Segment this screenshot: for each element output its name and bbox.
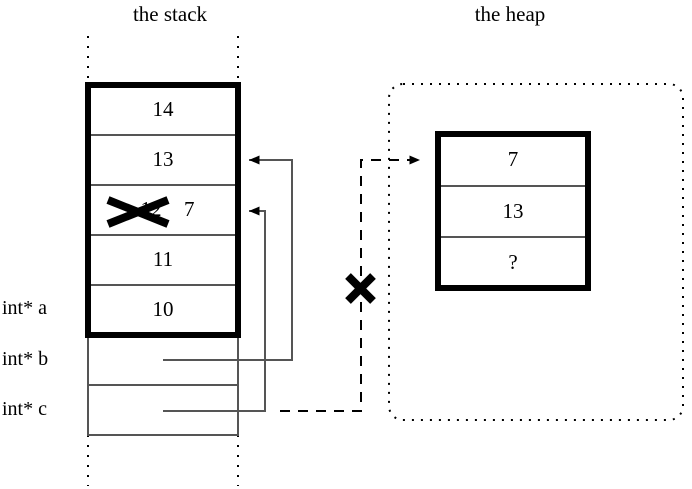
stack-value-box-frame <box>85 82 241 338</box>
pointer-a-heap-connector-dashed <box>280 155 420 412</box>
stack-cell-updated-value: 7 <box>184 197 195 221</box>
stack-region-title: the stack <box>132 2 208 26</box>
pointer-label-c: int* c <box>2 398 47 420</box>
heap-region-boundary <box>388 83 684 421</box>
heap-cell-value-2: ? <box>508 250 518 274</box>
stack-cell-value-3: 11 <box>152 247 174 271</box>
stack-cell-value-1: 13 <box>152 147 174 171</box>
heap-region-title: the heap <box>474 2 546 26</box>
heap-cell-value-0: 7 <box>507 147 519 171</box>
heap-block-frame <box>435 131 591 291</box>
struck-value-x-icon <box>106 196 170 228</box>
severed-link-x-icon <box>345 273 376 304</box>
stack-cell-value-0: 14 <box>152 97 174 121</box>
pointer-label-b: int* b <box>2 348 49 370</box>
stack-cell-value-4: 10 <box>152 297 174 321</box>
pointer-label-a: int* a <box>2 297 47 319</box>
heap-cell-value-1: 13 <box>502 199 524 223</box>
pointer-c-connector <box>163 206 266 412</box>
stack-cell-value-2: 12 <box>140 197 162 221</box>
pointer-b-connector <box>163 155 293 361</box>
